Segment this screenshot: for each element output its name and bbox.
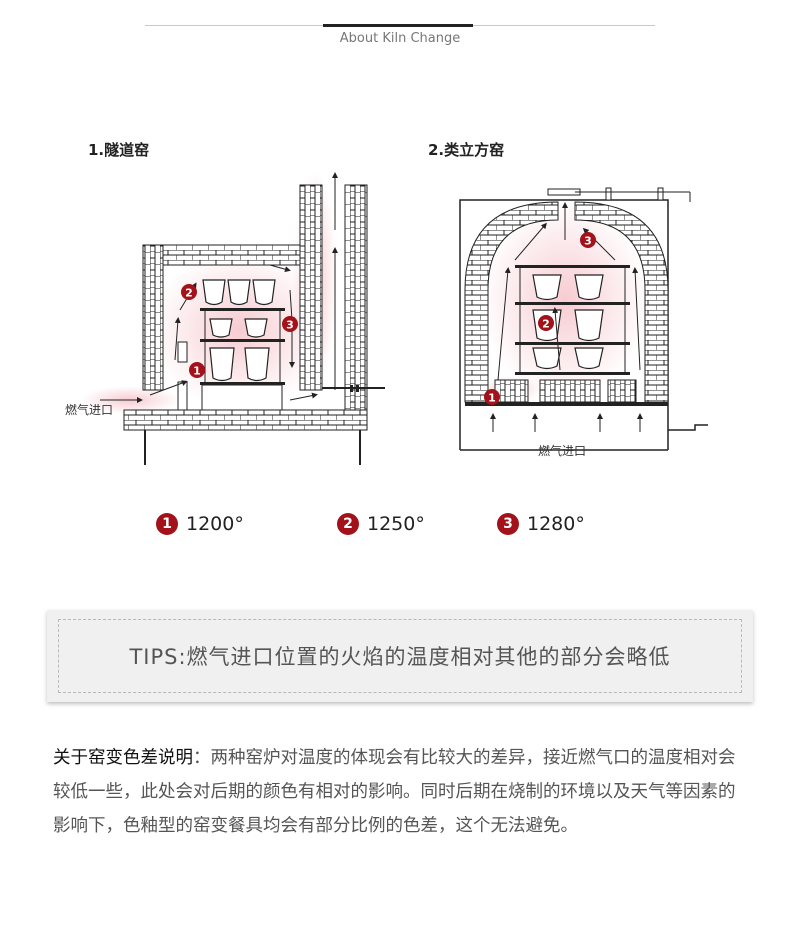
- kiln-diagrams: 1.隧道窑: [65, 141, 708, 465]
- description-title: 关于窑变色差说明: [53, 748, 193, 768]
- marker-label: 1: [193, 365, 201, 378]
- legend-badge: 3: [497, 513, 519, 535]
- tunnel-left-wall: [142, 244, 164, 391]
- marker-2: 2: [538, 315, 554, 331]
- marker-label: 2: [185, 287, 193, 300]
- tips-box: TIPS:燃气进口位置的火焰的温度相对其他的部分会略低: [47, 610, 753, 702]
- tunnel-kiln-diagram: 1.隧道窑: [65, 141, 385, 465]
- legend-item-2: 2 1250°: [337, 513, 425, 535]
- tunnel-chimney-right: [344, 184, 368, 431]
- header-accent-bar: [323, 24, 473, 27]
- burner-block: [607, 379, 637, 403]
- legend-item-3: 3 1280°: [497, 513, 585, 535]
- arch-right: [574, 201, 669, 403]
- burner-port: [177, 381, 188, 411]
- ware-pieces: [532, 274, 604, 370]
- tips-border: TIPS:燃气进口位置的火焰的温度相对其他的部分会略低: [58, 619, 742, 693]
- header-title: About Kiln Change: [339, 31, 461, 46]
- legend-badge: 1: [156, 513, 178, 535]
- marker-label: 1: [488, 392, 496, 405]
- vertical-kiln-title: 2.类立方窑: [428, 141, 504, 159]
- tunnel-damper-pin: [356, 385, 359, 392]
- marker-1: 1: [484, 389, 500, 405]
- tunnel-roof: [162, 244, 301, 266]
- kiln-vent-pin: [657, 187, 664, 201]
- flow-arrows: [490, 202, 643, 432]
- burner-block: [494, 379, 529, 403]
- tunnel-floor: [123, 409, 368, 431]
- legend-item-1: 1 1200°: [156, 513, 244, 535]
- arch-left: [464, 201, 559, 403]
- kiln-cart: [201, 384, 283, 411]
- description-paragraph: 关于窑变色差说明：两种窑炉对温度的体现会有比较大的差异，接近燃气口的温度相对会较…: [53, 741, 749, 843]
- tips-text: TIPS:燃气进口位置的火焰的温度相对其他的部分会略低: [129, 645, 671, 669]
- tunnel-inlet-label: 燃气进口: [65, 402, 113, 417]
- shelf: [200, 382, 285, 385]
- temperature-legend: 1 1200° 2 1250° 3 1280°: [0, 513, 800, 543]
- burner-block: [539, 379, 601, 403]
- shelf: [200, 308, 285, 311]
- kiln-floor: [465, 402, 668, 406]
- ware-pieces: [202, 279, 276, 382]
- marker-label: 3: [286, 319, 294, 332]
- shelf: [200, 339, 285, 342]
- description-body: ：两种窑炉对温度的体现会有比较大的差异，接近燃气口的温度相对会较低一些，此处会对…: [53, 748, 736, 836]
- kiln-vent-pin: [605, 187, 612, 201]
- tunnel-kiln-title: 1.隧道窑: [88, 141, 149, 159]
- vertical-kiln-diagram: 2.类立方窑: [428, 141, 708, 458]
- marker-1: 1: [189, 362, 205, 378]
- legend-temp: 1200°: [186, 513, 244, 535]
- vertical-shelves: [515, 265, 630, 375]
- tunnel-chimney-left: [299, 184, 323, 391]
- legend-temp: 1280°: [527, 513, 585, 535]
- burner-port: [177, 341, 188, 363]
- tunnel-damper-pin: [350, 385, 353, 392]
- legend-temp: 1250°: [367, 513, 425, 535]
- marker-label: 3: [584, 235, 592, 248]
- marker-3: 3: [580, 232, 596, 248]
- vertical-inlet-label: 燃气进口: [538, 443, 586, 458]
- marker-label: 2: [542, 318, 550, 331]
- kiln-gas-pipe: [668, 424, 708, 431]
- marker-2: 2: [181, 284, 197, 300]
- flow-arrows: [100, 172, 338, 403]
- marker-3: 3: [282, 316, 298, 332]
- legend-badge: 2: [337, 513, 359, 535]
- heat-glow: [480, 200, 650, 400]
